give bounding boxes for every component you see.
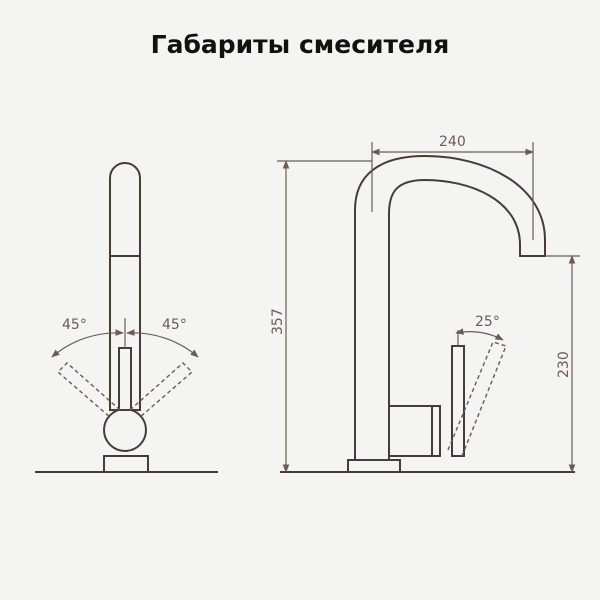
front-base <box>347 459 401 473</box>
side-handle-ball <box>103 408 147 452</box>
page-title: Габариты смесителя <box>150 30 450 59</box>
side-base <box>103 455 149 473</box>
lever-angle-label: 25° <box>475 314 500 330</box>
lever-tilted-position <box>447 341 507 457</box>
angle-arc-right <box>126 329 199 358</box>
side-spout-top <box>109 162 141 256</box>
side-lever-positions <box>56 362 194 419</box>
lever-angle-arc <box>455 328 504 341</box>
side-view <box>35 162 218 473</box>
front-lever-housing <box>389 405 433 457</box>
front-dimensions <box>277 142 580 473</box>
front-lever <box>451 345 465 457</box>
side-lever <box>118 347 132 411</box>
angle-left-label: 45° <box>62 317 87 333</box>
spout-height-label: 230 <box>556 351 572 378</box>
total-height-label: 357 <box>270 308 286 335</box>
side-angle-dimensions <box>51 318 199 358</box>
front-spout <box>354 154 546 460</box>
angle-right-label: 45° <box>162 317 187 333</box>
angle-arc-left <box>51 329 124 358</box>
front-lever-position <box>447 341 507 457</box>
lever-position-left <box>56 362 121 419</box>
width-label: 240 <box>439 134 466 150</box>
lever-position-right <box>129 362 194 419</box>
front-lever-ring <box>431 405 441 457</box>
front-view <box>280 154 575 473</box>
